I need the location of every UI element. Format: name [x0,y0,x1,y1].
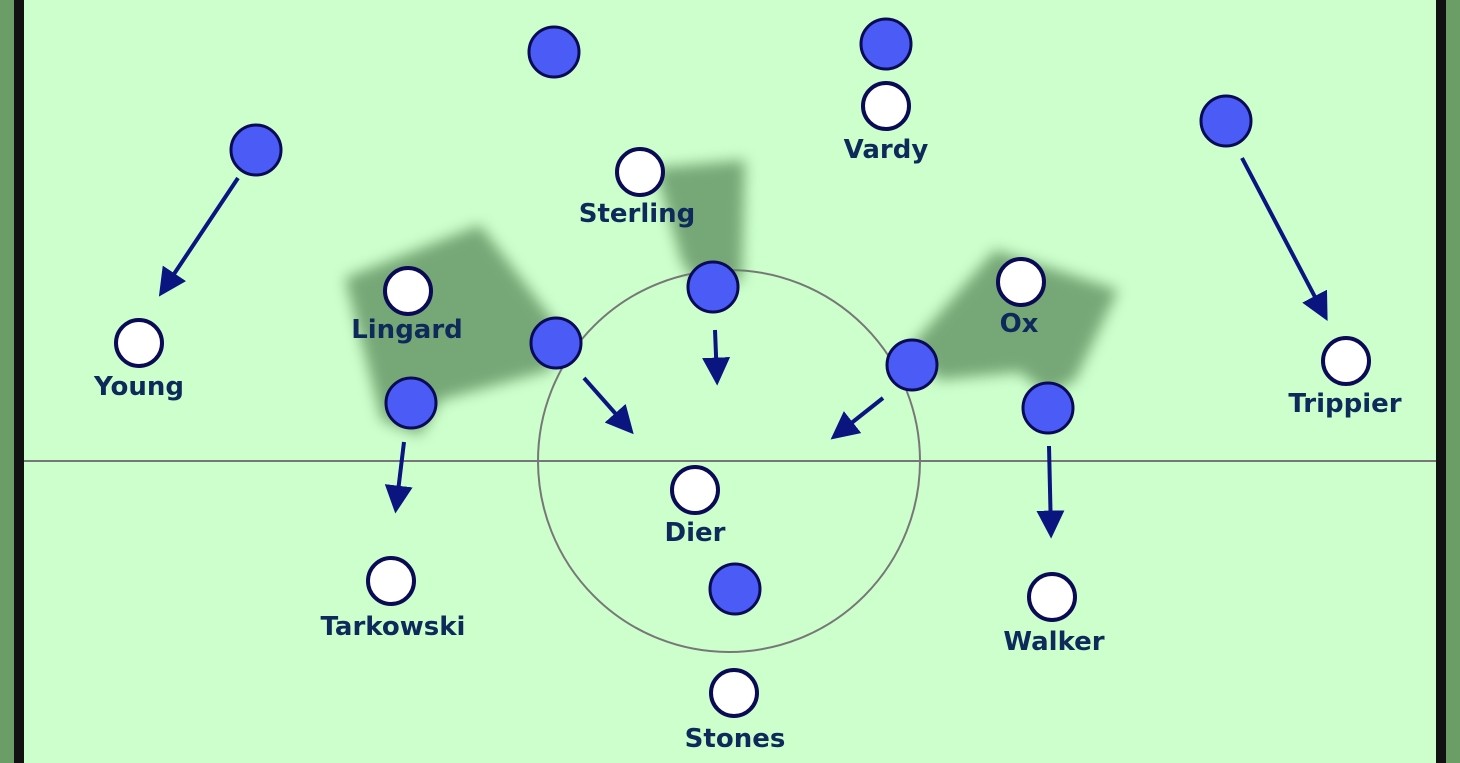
blue-player [708,562,762,616]
blue-player [229,123,283,177]
white-player-walker [1027,572,1077,622]
white-player-stones [709,668,759,718]
movement-arrows [158,157,1328,539]
blue-player [384,376,438,430]
white-player-trippier [1321,336,1371,386]
blue-player [859,17,913,71]
label-young: Young [93,372,184,402]
label-dier: Dier [665,518,726,548]
blue-player [1199,94,1253,148]
arrow-right-winger [1240,157,1328,321]
blue-player [686,260,740,314]
arrow-left-winger [158,176,240,297]
arrow-inner-right [830,396,885,440]
pitch-border-left-dark [14,0,24,763]
arrow-right-mid [1036,445,1065,539]
white-player-young [114,318,164,368]
cover-shadow-center [655,160,745,288]
cover-shadow-right [912,250,1118,395]
white-player-dier [670,465,720,515]
white-player-tarkowski [366,556,416,606]
blue-player [885,338,939,392]
blue-team [229,17,1253,616]
label-walker: Walker [1003,627,1104,657]
blue-player [529,316,583,370]
pitch-border-right-dark [1436,0,1446,763]
label-tarkowski: Tarkowski [321,612,466,642]
white-player-lingard [383,266,433,316]
label-stones: Stones [685,724,786,754]
label-sterling: Sterling [579,199,696,229]
white-team [114,81,1371,718]
arrow-center [702,329,731,386]
white-player-ox [996,257,1046,307]
arrow-inner-left [582,376,634,435]
arrow-left-mid [384,441,413,514]
label-vardy: Vardy [844,135,929,165]
white-player-vardy [861,81,911,131]
label-lingard: Lingard [351,315,463,345]
blue-player [1021,381,1075,435]
player-labels: Vardy Sterling Lingard Ox Young Trippier… [93,135,1402,754]
white-player-sterling [615,147,665,197]
label-ox: Ox [1000,309,1039,339]
label-trippier: Trippier [1288,389,1401,419]
blue-player [527,25,581,79]
